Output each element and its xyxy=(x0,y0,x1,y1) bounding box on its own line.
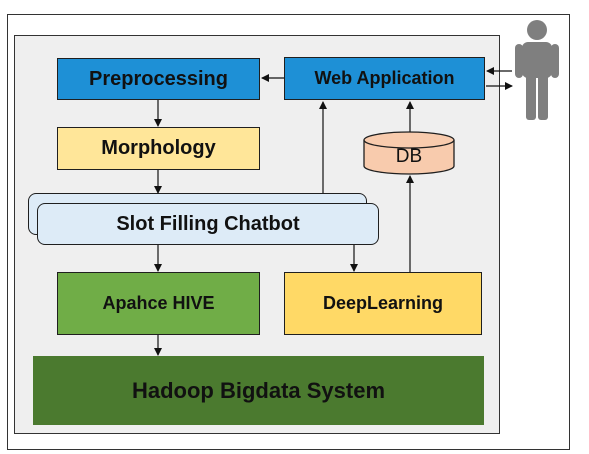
db-cylinder xyxy=(363,131,455,175)
web-application-box: Web Application xyxy=(284,57,485,100)
outer-frame xyxy=(7,14,570,450)
morphology-box: Morphology xyxy=(57,127,260,170)
chatbot-label: Slot Filling Chatbot xyxy=(116,212,300,235)
deeplearning-label: DeepLearning xyxy=(322,293,444,313)
user-person-icon xyxy=(515,20,559,120)
preprocessing-box: Preprocessing xyxy=(57,58,260,100)
hive-box: Apahce HIVE xyxy=(57,272,260,335)
preprocessing-label: Preprocessing xyxy=(89,67,228,90)
db-label: DB xyxy=(396,146,422,167)
hadoop-box: Hadoop Bigdata System xyxy=(33,356,484,425)
deeplearning-box: DeepLearning xyxy=(284,272,482,335)
hadoop-label: Hadoop Bigdata System xyxy=(131,377,386,403)
morphology-label: Morphology xyxy=(101,137,216,159)
web-application-label: Web Application xyxy=(314,68,455,88)
chatbot-box: Slot Filling Chatbot xyxy=(37,203,379,245)
hive-label: Apahce HIVE xyxy=(102,293,215,313)
